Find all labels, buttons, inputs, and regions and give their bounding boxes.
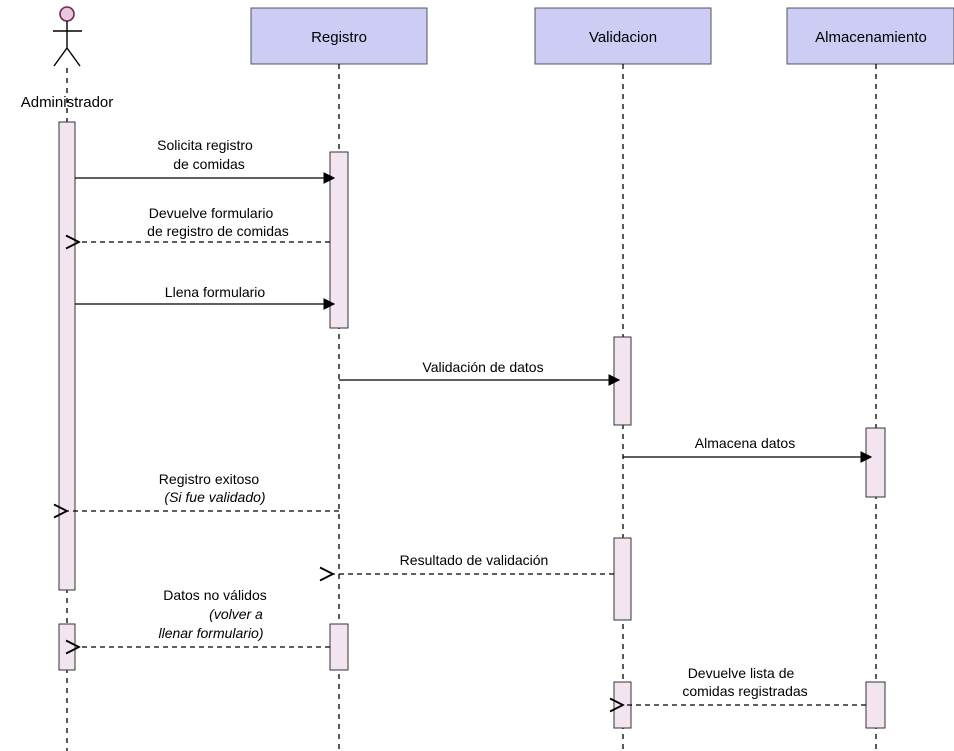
activation-almacenamiento-1 [865, 427, 886, 498]
activation-registro-2 [329, 623, 349, 671]
svg-text:Registro exitoso: Registro exitoso [159, 471, 260, 487]
message-resultado-validacion: Resultado de validación [333, 552, 614, 574]
svg-text:(volver a: (volver a [209, 606, 263, 622]
svg-text:(Si fue validado): (Si fue validado) [164, 489, 265, 505]
participant-registro: Registro [250, 7, 428, 65]
activation-validacion-1 [613, 336, 632, 426]
message-devuelve-lista: Devuelve lista de comidas registradas [623, 665, 866, 705]
svg-text:comidas registradas: comidas registradas [682, 683, 807, 699]
message-solicita-registro: Solicita registro de comidas [75, 137, 336, 184]
svg-text:Devuelve formulario: Devuelve formulario [149, 205, 274, 221]
svg-text:de comidas: de comidas [173, 156, 245, 172]
participant-label-almacenamiento: Almacenamiento [815, 29, 927, 46]
message-registro-exitoso: Registro exitoso (Si fue validado) [67, 471, 339, 511]
svg-text:Devuelve lista de: Devuelve lista de [688, 665, 795, 681]
svg-text:Resultado de validación: Resultado de validación [400, 552, 549, 568]
message-devuelve-formulario: Devuelve formulario de registro de comid… [79, 205, 330, 242]
participant-almacenamiento: Almacenamiento [786, 7, 954, 65]
svg-text:llenar formulario): llenar formulario) [158, 625, 263, 641]
activation-administrador-1 [58, 121, 76, 591]
actor-administrador: Administrador [21, 6, 113, 111]
svg-text:Validación de datos: Validación de datos [422, 359, 543, 375]
activation-validacion-2 [613, 537, 632, 621]
activation-administrador-2 [58, 623, 76, 671]
participant-validacion: Validacion [534, 7, 712, 65]
svg-text:Datos no válidos: Datos no válidos [163, 587, 267, 603]
actor-head-icon [59, 6, 75, 22]
message-datos-no-validos: Datos no válidos (volver a llenar formul… [79, 587, 330, 647]
svg-text:Llena formulario: Llena formulario [165, 284, 266, 300]
message-validacion-datos: Validación de datos [339, 359, 621, 386]
participant-label-registro: Registro [311, 29, 367, 46]
participant-label-validacion: Validacion [589, 29, 657, 46]
svg-text:de registro de comidas: de registro de comidas [147, 223, 289, 239]
activation-almacenamiento-2 [865, 681, 886, 729]
svg-text:Almacena datos: Almacena datos [695, 435, 795, 451]
message-llena-formulario: Llena formulario [75, 284, 336, 310]
message-almacena-datos: Almacena datos [623, 435, 873, 463]
activation-registro-1 [329, 151, 349, 329]
svg-text:Solicita registro: Solicita registro [157, 137, 253, 153]
